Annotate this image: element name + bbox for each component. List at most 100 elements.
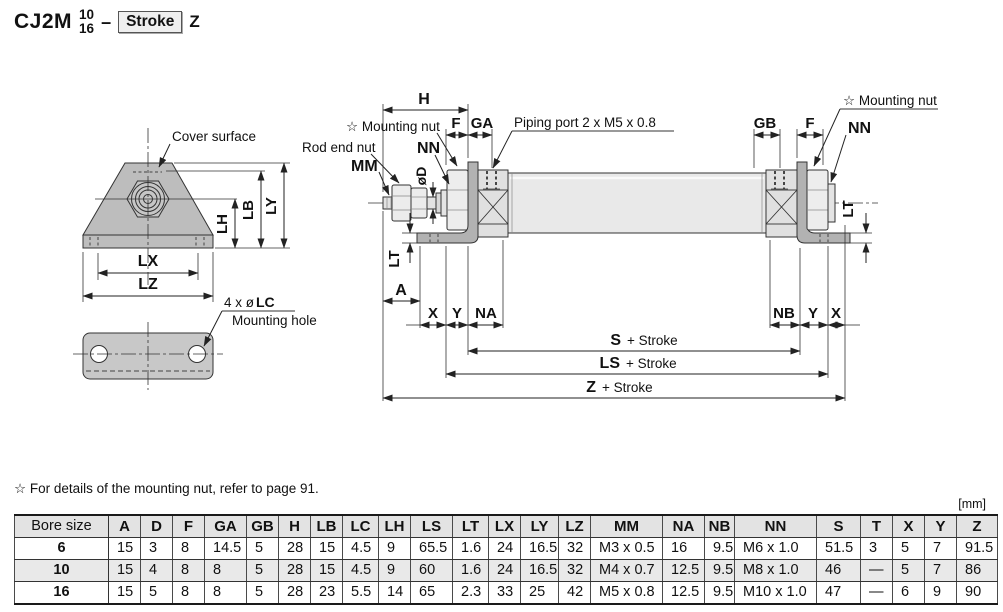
dim-value-cell: 51.5	[816, 537, 861, 560]
plus-stroke-label: + Stroke	[626, 356, 677, 371]
dim-label-x: X	[831, 305, 841, 322]
col-header-dim: T	[860, 514, 893, 538]
dim-value-cell: 5	[892, 559, 925, 582]
dim-value-cell: 9.5	[704, 559, 735, 582]
dim-value-cell: M4 x 0.7	[590, 559, 663, 582]
col-header-dim: LB	[310, 514, 343, 538]
dim-value-cell: 33	[488, 581, 521, 605]
dim-value-cell: 7	[924, 559, 957, 582]
dim-value-cell: 9	[378, 559, 411, 582]
dim-value-cell: 8	[172, 581, 205, 605]
col-header-dim: Z	[956, 514, 998, 538]
dim-value-cell: 86	[956, 559, 998, 582]
dim-value-cell: 5	[892, 537, 925, 560]
units-note: [mm]	[958, 497, 986, 511]
dim-value-cell: 14	[378, 581, 411, 605]
col-header-dim: LC	[342, 514, 379, 538]
col-header-dim: LY	[520, 514, 559, 538]
bore-size-fraction: 10 16	[79, 7, 95, 36]
bore-size-cell: 6	[14, 537, 109, 560]
dim-label-lt: LT	[386, 250, 403, 267]
dim-value-cell: 14.5	[204, 537, 247, 560]
col-header-dim: MM	[590, 514, 663, 538]
dim-label-ga: GA	[471, 115, 494, 132]
stroke-placeholder-box: Stroke	[118, 11, 183, 34]
piping-port	[486, 171, 497, 189]
rod-collar	[440, 189, 448, 217]
dim-value-cell: 1.6	[452, 537, 489, 560]
dim-label-od: øD	[413, 167, 429, 186]
dim-value-cell: 91.5	[956, 537, 998, 560]
dim-value-cell: 65	[410, 581, 453, 605]
dim-value-cell: 2.3	[452, 581, 489, 605]
dim-value-cell: 5.5	[342, 581, 379, 605]
dim-label-lc: LC	[256, 294, 275, 310]
dim-value-cell: 42	[558, 581, 591, 605]
dim-label-lx: LX	[138, 253, 159, 270]
dim-label-nn: NN	[417, 140, 440, 157]
dim-value-cell: 47	[816, 581, 861, 605]
dim-value-cell: 8	[172, 559, 205, 582]
dim-value-cell: —	[860, 581, 893, 605]
model-suffix: Z	[189, 12, 200, 32]
dim-value-cell: 16.5	[520, 537, 559, 560]
dim-label-h: H	[418, 91, 430, 108]
col-header-dim: X	[892, 514, 925, 538]
dimensional-drawing: LH LB LY LX LZ Cover surface 4 x ø LC Mo…	[73, 91, 938, 402]
cover-surface-label: Cover surface	[172, 129, 256, 144]
dim-value-cell: 8	[172, 537, 205, 560]
piping-port	[774, 171, 785, 189]
rod-end-nut	[410, 187, 428, 219]
dim-value-cell: 5	[246, 581, 279, 605]
col-header-dim: H	[278, 514, 311, 538]
mounting-nut-right	[806, 169, 829, 231]
dim-value-cell: 9	[924, 581, 957, 605]
col-header-dim: LH	[378, 514, 411, 538]
dim-label-x: X	[428, 305, 438, 322]
bore-size-cell: 10	[14, 559, 109, 582]
piping-port-label: Piping port 2 x M5 x 0.8	[514, 115, 656, 130]
bore-top: 10	[79, 7, 95, 22]
col-header-dim: LS	[410, 514, 453, 538]
rod-cover	[765, 169, 798, 238]
mounting-nut-label: ☆ Mounting nut	[843, 93, 937, 108]
dim-label-lh: LH	[214, 214, 231, 234]
mounting-hole-label: Mounting hole	[232, 313, 317, 328]
rod-washer	[435, 192, 442, 214]
dim-value-cell: 4.5	[342, 559, 379, 582]
dim-label-a: A	[395, 282, 407, 299]
lc-count-label: 4 x ø	[224, 295, 254, 310]
dim-label-y: Y	[452, 305, 462, 322]
dim-value-cell: 23	[310, 581, 343, 605]
model-designation: CJ2M 10 16 – Stroke Z	[14, 7, 200, 36]
dim-value-cell: 15	[108, 537, 141, 560]
dim-value-cell: 16.5	[520, 559, 559, 582]
separator-dash: –	[101, 11, 112, 32]
dim-value-cell: 9.5	[704, 537, 735, 560]
dim-value-cell: 5	[246, 537, 279, 560]
dim-value-cell: 28	[278, 581, 311, 605]
dim-value-cell: 12.5	[662, 559, 705, 582]
col-header-dim: GA	[204, 514, 247, 538]
dim-value-cell: 28	[278, 559, 311, 582]
dim-label-nb: NB	[773, 305, 795, 322]
dim-label-f: F	[451, 115, 460, 132]
col-header-dim: LX	[488, 514, 521, 538]
col-header-dim: S	[816, 514, 861, 538]
dim-label-mm: MM	[351, 158, 378, 175]
cylinder-tube	[507, 172, 767, 234]
dim-value-cell: 1.6	[452, 559, 489, 582]
dim-label-nn: NN	[848, 120, 871, 137]
col-header-dim: LT	[452, 514, 489, 538]
rod-end-nut	[391, 184, 412, 222]
col-header-bore-size: Bore size	[14, 514, 109, 538]
dim-value-cell: —	[860, 559, 893, 582]
dim-value-cell: 9	[378, 537, 411, 560]
dim-value-cell: 28	[278, 537, 311, 560]
dim-value-cell: M6 x 1.0	[734, 537, 817, 560]
dim-value-cell: 4	[140, 559, 173, 582]
